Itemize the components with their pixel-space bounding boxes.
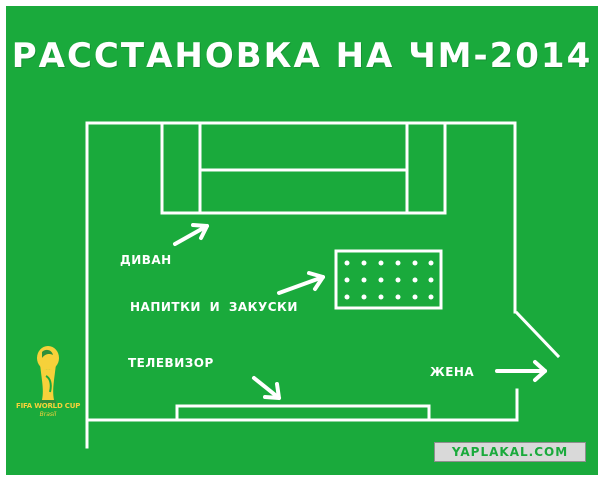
watermark: YAPLAKAL.COM [434, 442, 586, 462]
door-line [514, 310, 561, 359]
snacks-arrow-icon [277, 271, 325, 295]
tv-label: ТЕЛЕВИЗОР [128, 356, 214, 370]
wife-arrow-icon [495, 360, 547, 382]
sofa-label: ДИВАН [120, 253, 172, 267]
logo-text: FIFA WORLD CUP [16, 402, 81, 410]
snacks-table [334, 249, 443, 310]
page-title: РАССТАНОВКА НА ЧМ-2014 [11, 36, 593, 76]
pitch-background [6, 6, 598, 475]
sofa-box [160, 121, 447, 215]
wife-label: ЖЕНА [430, 365, 475, 379]
tv-box [175, 404, 431, 422]
snack-dots [344, 260, 434, 300]
tv-arrow-icon [252, 376, 281, 400]
world-cup-trophy-icon [37, 346, 59, 404]
sofa-arrow-icon [173, 223, 209, 246]
drinks-snacks-label: НАПИТКИ И ЗАКУСКИ [130, 300, 298, 314]
logo-subtext: Brasil [39, 411, 57, 418]
